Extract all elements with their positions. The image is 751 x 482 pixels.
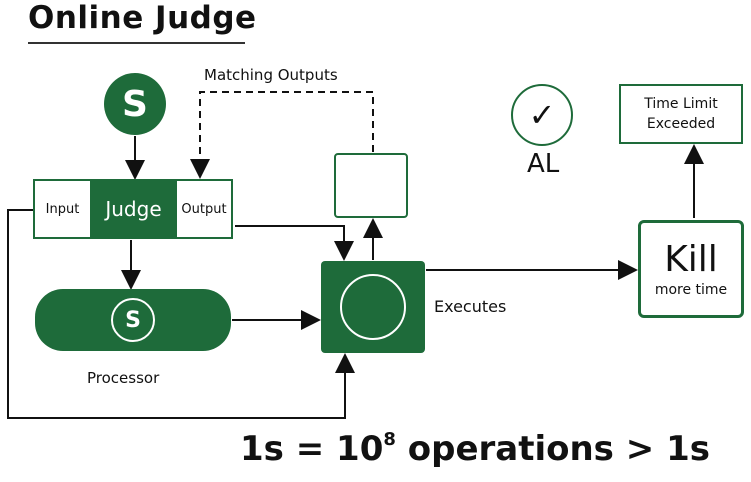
judge-label: Judge: [90, 181, 177, 237]
tle-line2: Exceeded: [646, 116, 716, 132]
kill-title: Kill: [664, 239, 718, 280]
dashed-matching-outputs: [190, 91, 374, 179]
al-label: AL: [527, 149, 560, 179]
executor-block: [321, 261, 425, 353]
formula-prefix: 1s = 10: [240, 429, 384, 469]
executor-circle-icon: [340, 274, 406, 340]
executes-label: Executes: [434, 297, 507, 316]
processor-label: Processor: [87, 369, 160, 387]
title-underline: [28, 42, 245, 44]
s-logo-icon: S: [104, 73, 166, 135]
judge-output-label: Output: [181, 201, 227, 217]
arrow-input-loop: [7, 209, 355, 419]
tle-line1: Time Limit: [644, 96, 718, 112]
judge-input-label: Input: [45, 201, 80, 217]
output-box: [334, 153, 408, 218]
check-icon: ✓: [511, 84, 573, 146]
matching-outputs-label: Matching Outputs: [204, 66, 338, 84]
judge-box: Input Judge Output: [33, 179, 233, 239]
kill-box: Kill more time: [638, 220, 744, 318]
time-limit-exceeded-box: Time Limit Exceeded: [619, 84, 743, 144]
formula: 1s = 108 operations > 1s: [240, 429, 710, 469]
kill-subtitle: more time: [654, 282, 728, 298]
page-title: Online Judge: [28, 0, 257, 36]
processor-s-icon: S: [111, 298, 155, 342]
formula-exponent: 8: [383, 429, 396, 450]
arrow-judge-to-exec: [235, 225, 354, 261]
formula-suffix: operations > 1s: [395, 429, 710, 469]
processor-block: S: [35, 289, 231, 351]
